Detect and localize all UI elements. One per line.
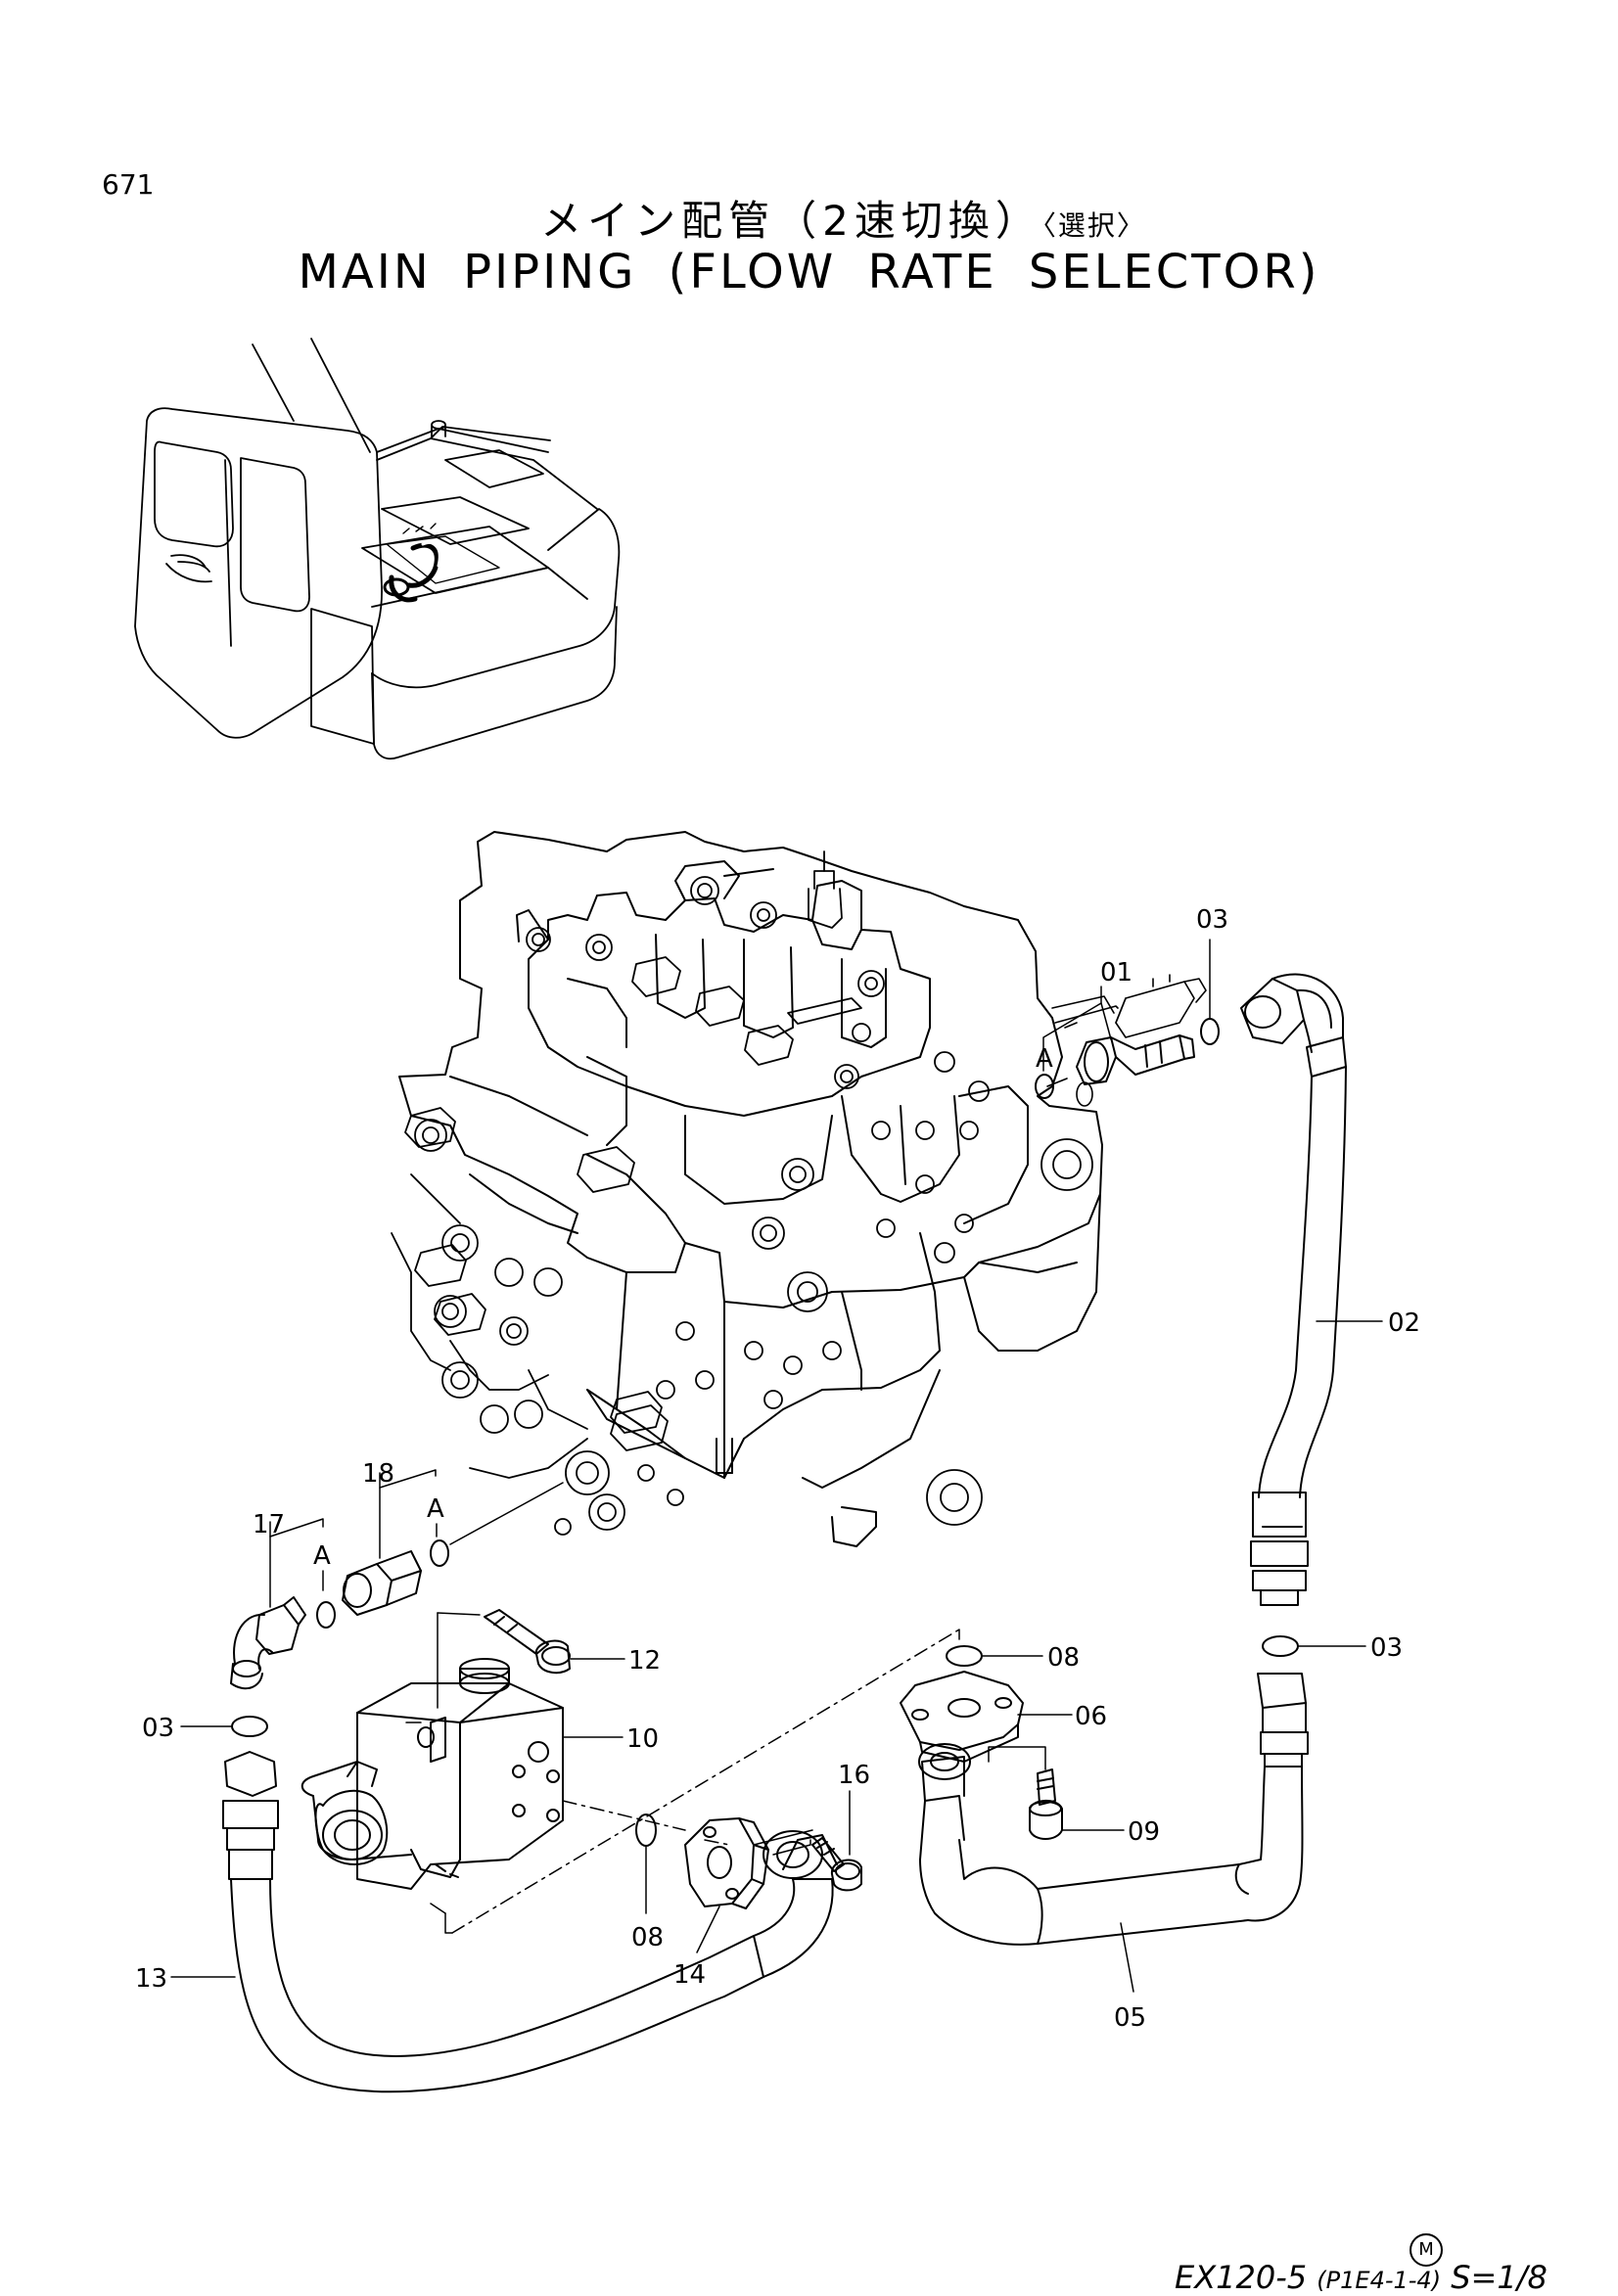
callout-03-left: 03 bbox=[142, 1714, 174, 1743]
callout-09: 09 bbox=[1128, 1817, 1160, 1847]
callout-17: 17 bbox=[253, 1510, 285, 1539]
callout-13: 13 bbox=[135, 1964, 167, 1994]
part-02-hose bbox=[1240, 973, 1347, 1606]
footer-scale: S=1/8 bbox=[1451, 2259, 1548, 2296]
part-08-oring-upper bbox=[946, 1645, 983, 1667]
part-12-bolt bbox=[484, 1609, 571, 1675]
title-english: MAIN PIPING (FLOW RATE SELECTOR) bbox=[298, 245, 1320, 299]
leader-16 bbox=[772, 1839, 811, 1856]
title-japanese-main: メイン配管（2速切換） bbox=[540, 197, 1042, 245]
callout-03-right: 03 bbox=[1370, 1633, 1403, 1663]
callout-03-top: 03 bbox=[1196, 905, 1228, 935]
part-a-oring-17 bbox=[316, 1601, 336, 1629]
footer-code: (P1E4-1-4) bbox=[1317, 2267, 1442, 2294]
valve-bracket-lines bbox=[405, 1612, 960, 1934]
valve-ports bbox=[391, 876, 1093, 1536]
part-13-hose bbox=[222, 1751, 838, 2093]
callout-14: 14 bbox=[673, 1960, 706, 1990]
callout-02: 02 bbox=[1388, 1309, 1420, 1338]
page-number: 671 bbox=[102, 168, 155, 201]
part-18-adapter bbox=[342, 1550, 422, 1616]
part-03-oring-left bbox=[231, 1716, 268, 1737]
footer-m-mark: M bbox=[1410, 2233, 1443, 2267]
part-03-oring-right bbox=[1262, 1635, 1299, 1657]
part-10-selector-valve bbox=[300, 1658, 564, 1890]
callout-08-lower: 08 bbox=[631, 1923, 664, 1952]
callout-08-upper: 08 bbox=[1047, 1643, 1080, 1673]
callout-a-2: A bbox=[427, 1494, 444, 1524]
leader-09 bbox=[988, 1746, 1046, 1770]
callout-10: 10 bbox=[626, 1724, 659, 1754]
title-japanese: メイン配管（2速切換）〈選択〉 bbox=[0, 188, 1618, 248]
title-japanese-note: 〈選択〉 bbox=[1041, 209, 1146, 242]
valve-top-fitting bbox=[787, 850, 862, 1025]
part-16-bolt bbox=[811, 1837, 862, 1892]
part-a-oring-18 bbox=[430, 1539, 449, 1567]
callout-06: 06 bbox=[1075, 1702, 1107, 1731]
leader-18 bbox=[379, 1469, 437, 1559]
callout-05: 05 bbox=[1114, 2003, 1146, 2033]
part-14-flange bbox=[684, 1817, 769, 1909]
leader-14 bbox=[696, 1906, 720, 1953]
callout-a-1: A bbox=[1036, 1044, 1053, 1074]
leader-17 bbox=[269, 1518, 324, 1608]
leader-05 bbox=[1120, 1922, 1134, 1993]
part-06-flange bbox=[900, 1671, 1024, 1763]
callout-a-3: A bbox=[313, 1541, 331, 1571]
footer-model: EX120-5 (P1E4-1-4) S=1/8 bbox=[1175, 2259, 1548, 2296]
part-09-bolt bbox=[1029, 1768, 1063, 1840]
callout-16: 16 bbox=[838, 1761, 870, 1790]
leader-01 bbox=[1042, 1002, 1112, 1072]
excavator-locator-illustration bbox=[134, 338, 621, 760]
callout-12: 12 bbox=[628, 1646, 661, 1676]
part-05-pipe bbox=[918, 1673, 1309, 1946]
part-03-oring-top bbox=[1200, 1018, 1220, 1045]
callout-01: 01 bbox=[1100, 958, 1133, 987]
part-01-adapter bbox=[1076, 1034, 1195, 1085]
part-a-oring-01 bbox=[1035, 1074, 1054, 1099]
part-17-elbow bbox=[230, 1596, 306, 1690]
control-valve-assembly bbox=[398, 831, 1103, 1547]
footer-model-name: EX120-5 bbox=[1175, 2259, 1308, 2296]
callout-18: 18 bbox=[362, 1459, 394, 1489]
leader-lines bbox=[1046, 974, 1207, 1107]
